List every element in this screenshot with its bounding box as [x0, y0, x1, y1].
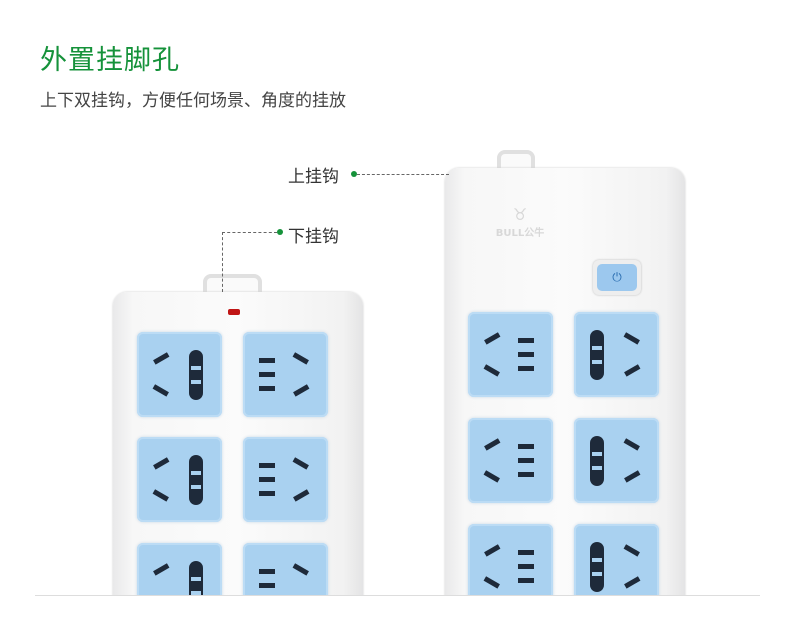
- power-icon: ⏻: [597, 264, 637, 291]
- socket-outlet-right: [468, 418, 553, 503]
- indicator-light: [228, 309, 240, 315]
- lower-hook-leader: [222, 232, 277, 233]
- socket-outlet-left: [137, 437, 222, 522]
- socket-slots-icon: [590, 436, 641, 486]
- socket-outlet-right: [574, 524, 659, 609]
- socket-slots-icon: [259, 352, 310, 397]
- power-switch[interactable]: ⏻: [593, 260, 641, 295]
- socket-slots-icon: [483, 544, 534, 589]
- upper-hook-dot: [351, 171, 357, 177]
- brand-logo: ♉BULL公牛: [495, 205, 545, 239]
- socket-outlet-right: [468, 524, 553, 609]
- socket-slots-icon: [152, 455, 203, 505]
- socket-slots-icon: [259, 457, 310, 502]
- socket-outlet-right: [574, 312, 659, 397]
- section-subtitle: 上下双挂钩，方便任何场景、角度的挂放: [40, 91, 346, 111]
- socket-slots-icon: [483, 332, 534, 377]
- socket-outlet-left: [137, 332, 222, 417]
- section-title: 外置挂脚孔: [40, 45, 180, 76]
- socket-slots-icon: [152, 350, 203, 400]
- floor-line: [35, 595, 760, 596]
- lower-hook-dot: [277, 229, 283, 235]
- socket-outlet-right: [468, 312, 553, 397]
- socket-slots-icon: [590, 330, 641, 380]
- upper-hook-label: 上挂钩: [288, 167, 339, 187]
- socket-slots-icon: [590, 542, 641, 592]
- socket-outlet-right: [574, 418, 659, 503]
- lower-hook-leader-vertical: [222, 232, 223, 292]
- socket-slots-icon: [483, 438, 534, 483]
- bottom-mask: [0, 596, 790, 621]
- upper-hook-leader: [357, 174, 449, 175]
- socket-outlet-left: [243, 437, 328, 522]
- lower-hook-label: 下挂钩: [288, 227, 339, 247]
- socket-outlet-left: [243, 332, 328, 417]
